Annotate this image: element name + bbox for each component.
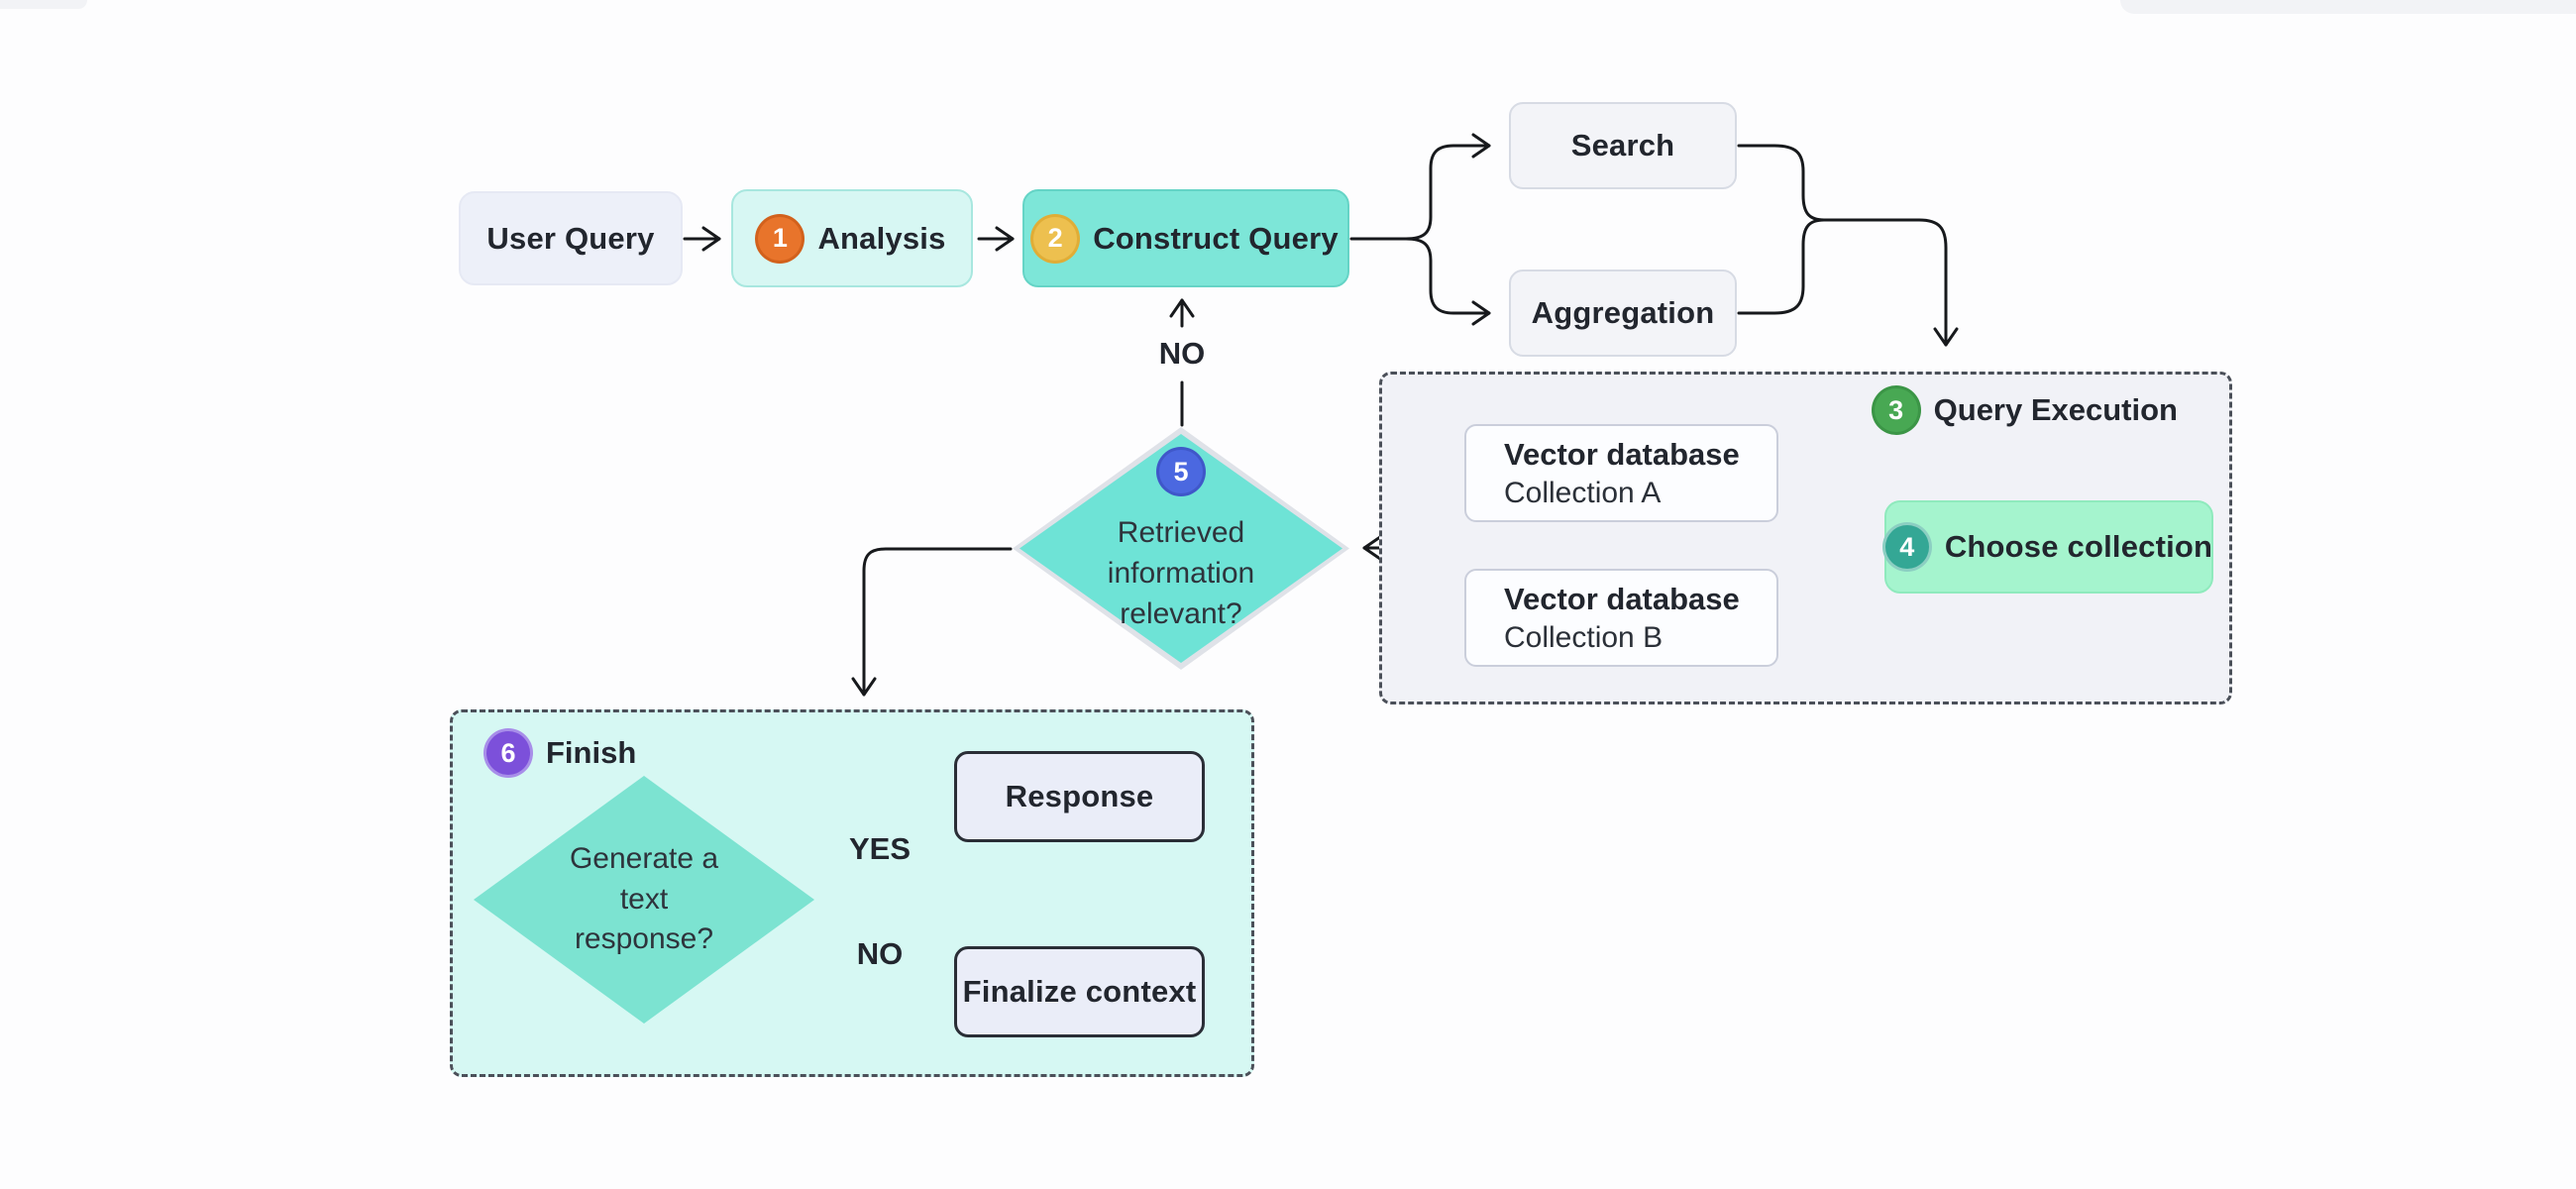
node-finalize-context: Finalize context xyxy=(954,946,1205,1037)
node-vector-db-b: Vector database Collection B xyxy=(1464,569,1778,667)
step-badge-5: 5 xyxy=(1159,450,1203,493)
node-label: Search xyxy=(1570,128,1675,162)
node-subtitle: Collection A xyxy=(1504,476,1662,509)
node-label: Analysis xyxy=(817,220,946,256)
decision-retrieved-information-relevant: 5 Retrieved information relevant? xyxy=(1013,427,1349,670)
node-title: Vector database xyxy=(1504,436,1740,472)
node-aggregation: Aggregation xyxy=(1509,270,1737,357)
step-badge-6: 6 xyxy=(486,731,530,775)
node-title: Vector database xyxy=(1504,581,1740,616)
node-vector-db-a: Vector database Collection A xyxy=(1464,424,1778,522)
edge-label-no: NO xyxy=(856,936,904,971)
node-label: Finalize context xyxy=(962,974,1197,1009)
node-user-query: User Query xyxy=(459,191,683,285)
step-badge-1: 1 xyxy=(758,216,803,261)
node-label: Construct Query xyxy=(1093,220,1339,256)
canvas-top-strip xyxy=(2120,0,2576,14)
node-analysis: 1 Analysis xyxy=(731,189,973,287)
step-badge-4: 4 xyxy=(1884,525,1929,569)
node-label: Response xyxy=(1005,779,1154,813)
node-label: Aggregation xyxy=(1531,295,1715,330)
canvas-top-notch xyxy=(0,0,87,9)
node-label: User Query xyxy=(486,220,655,256)
node-subtitle: Collection B xyxy=(1504,620,1664,654)
group-title-label: Finish xyxy=(546,735,637,770)
group-title-label: Query Execution xyxy=(1933,392,2178,427)
node-label: Choose collection xyxy=(1944,529,2213,564)
edge-construct-query-fork xyxy=(1349,133,1491,326)
edge-label-no-retry: NO xyxy=(1158,336,1206,371)
step-badge-2: 2 xyxy=(1033,216,1078,261)
node-response: Response xyxy=(954,751,1205,842)
edge-search-aggregation-merge xyxy=(1737,144,1959,347)
group-query-execution-title: 3 Query Execution xyxy=(1874,388,2178,432)
edge-label-yes: YES xyxy=(848,831,912,866)
node-choose-collection: 4 Choose collection xyxy=(1884,500,2213,594)
node-search: Search xyxy=(1509,102,1737,189)
decision-text: Generate a text response? xyxy=(569,841,719,956)
edge-relevance-to-finish xyxy=(851,547,1013,697)
group-finish-title: 6 Finish xyxy=(486,731,636,775)
step-badge-3: 3 xyxy=(1874,388,1918,432)
node-construct-query: 2 Construct Query xyxy=(1022,189,1349,287)
decision-generate-text-response: Generate a text response? xyxy=(474,776,814,1024)
decision-text: Retrieved information relevant? xyxy=(1107,516,1255,630)
